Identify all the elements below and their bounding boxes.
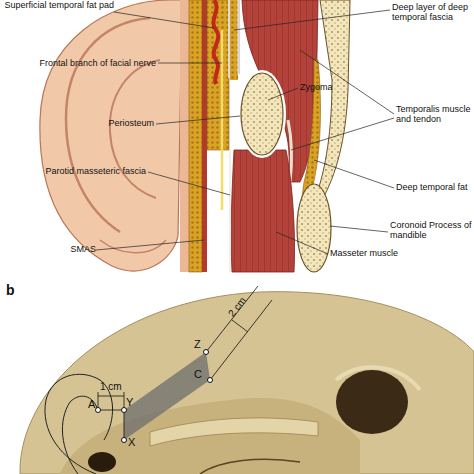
point-label: C <box>194 368 208 381</box>
part-label: Periosteum <box>88 118 154 128</box>
measurement-line <box>232 320 248 332</box>
skull-bone <box>316 0 350 200</box>
part-label: Parotid masseteric fascia <box>20 166 146 176</box>
masseter-muscle <box>230 150 295 272</box>
zygoma-bone <box>238 70 286 158</box>
leader-line <box>158 63 222 64</box>
leader-line <box>114 12 214 28</box>
soft-tissue-layers <box>189 0 202 272</box>
part-label: Zygoma <box>300 82 360 92</box>
leader-line <box>314 160 394 188</box>
skull-photo <box>200 459 300 474</box>
zygoma-bone <box>238 70 286 158</box>
soft-tissue-layers <box>230 0 238 80</box>
dimension-label: 1 cm <box>100 381 134 393</box>
part-label: Superficial temporal fat pad <box>2 0 114 10</box>
ear <box>40 0 182 271</box>
landmark-point <box>122 408 127 413</box>
coronoid-process <box>297 184 331 272</box>
leader-line <box>156 116 240 124</box>
point-label: Y <box>126 396 140 409</box>
part-label: Temporalis muscle and tendon <box>396 104 474 125</box>
skull-photo <box>0 284 474 474</box>
soft-tissue-layers <box>180 0 189 272</box>
leader-line <box>96 240 204 250</box>
point-label: X <box>128 436 142 449</box>
part-label: Deep layer of deep temporal fascia <box>392 2 474 23</box>
soft-tissue-layers <box>207 0 229 150</box>
skull-photo <box>336 367 420 390</box>
ear <box>110 60 160 198</box>
leader-line <box>330 226 388 232</box>
skull-photo <box>0 284 474 474</box>
part-label: SMAS <box>60 244 96 254</box>
skull-photo <box>336 370 408 434</box>
masseter-muscle <box>229 150 231 272</box>
skull-photo <box>20 292 474 474</box>
soft-tissue-layers <box>202 0 207 272</box>
soft-tissue-layers <box>228 0 230 78</box>
soft-tissue-layers <box>180 0 239 272</box>
measurement-line <box>98 396 124 397</box>
measurement-line <box>210 300 272 380</box>
zygoma-bone <box>241 73 283 155</box>
leader-line <box>148 172 230 195</box>
measurement-line <box>98 410 124 411</box>
point-label: Z <box>194 338 208 351</box>
landmark-point <box>208 378 213 383</box>
landmark-point <box>122 438 127 443</box>
shaded-zone <box>124 352 210 440</box>
soft-tissue-layers <box>221 30 224 210</box>
leader-line <box>276 232 328 254</box>
panel-letter: b <box>6 282 26 298</box>
soft-tissue-layers <box>229 0 230 78</box>
ear <box>40 0 182 271</box>
part-label: Masseter muscle <box>330 248 430 258</box>
landmark-point <box>96 350 213 443</box>
measurement-line <box>98 286 272 440</box>
skull-bone <box>316 0 350 200</box>
measurement-line <box>124 410 125 440</box>
part-label: Frontal branch of facial nerve <box>6 58 156 68</box>
coronoid-process <box>297 184 331 272</box>
soft-tissue-layers <box>238 0 241 74</box>
leader-line <box>234 10 390 30</box>
skull-photo <box>88 452 116 472</box>
masseter-muscle <box>231 150 294 272</box>
leader-line <box>291 118 394 150</box>
leader-line <box>96 10 394 254</box>
leader-line <box>268 88 298 100</box>
landmark-point <box>204 350 209 355</box>
measurement-line <box>206 286 258 352</box>
part-label: Deep temporal fat <box>396 182 474 192</box>
point-label: A <box>88 398 102 411</box>
landmark-point <box>96 408 101 413</box>
skull-photo <box>60 398 360 474</box>
part-label: Coronoid Process of mandible <box>390 220 474 241</box>
leader-line <box>300 50 394 114</box>
skull-photo <box>150 418 318 446</box>
soft-tissue-layers <box>213 0 218 84</box>
soft-tissue-layers <box>239 0 240 74</box>
shaded-zone <box>124 352 210 440</box>
